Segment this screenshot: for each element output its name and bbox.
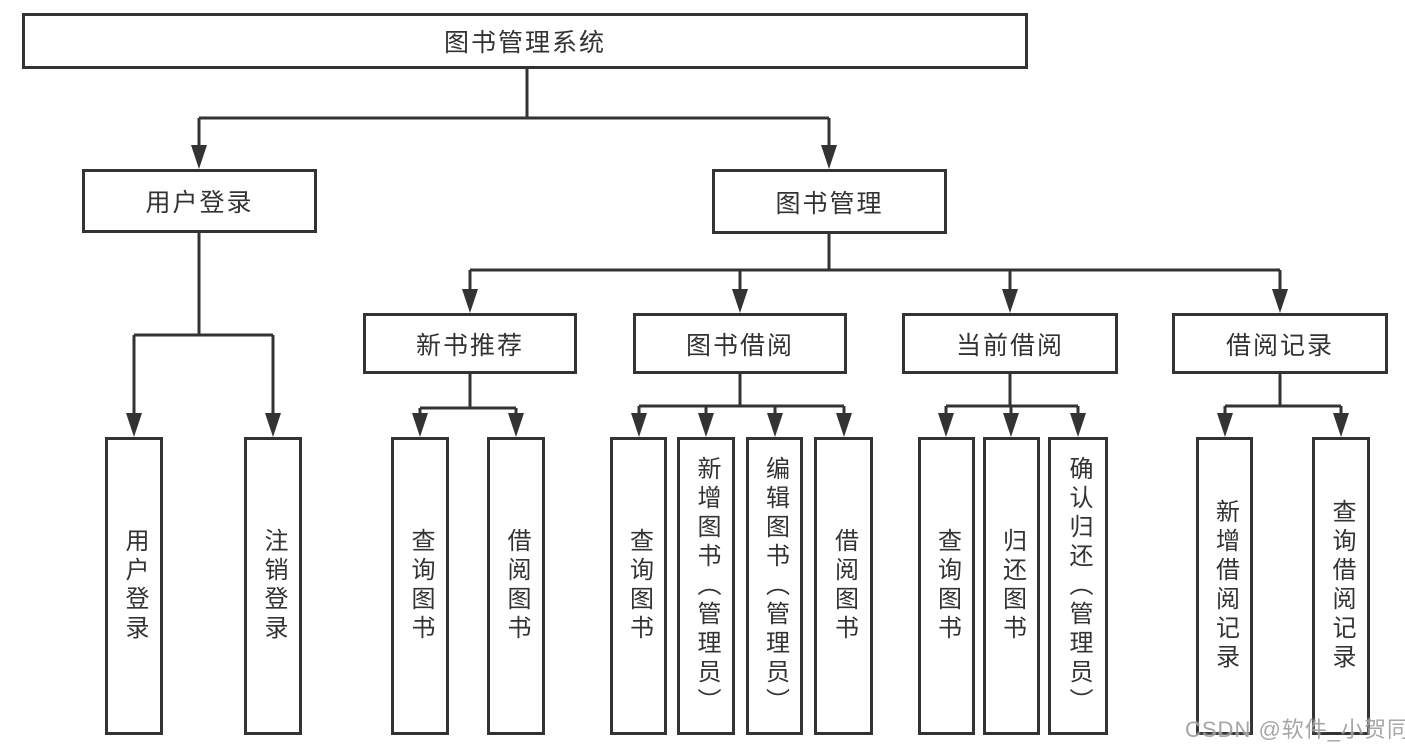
- node-bb-borrow-book: 借阅图书: [814, 437, 873, 735]
- leaf-label: 借阅图书: [830, 528, 858, 644]
- arrowhead: [821, 145, 837, 169]
- leaf-label: 查询图书: [933, 528, 961, 644]
- node-new-book-recommend: 新书推荐: [363, 313, 577, 374]
- leaf-label: 用户登录: [121, 528, 148, 644]
- arrowhead: [265, 413, 281, 437]
- leaf-label: 确认归还（管理员）: [1065, 455, 1092, 717]
- node-br-add-record: 新增借阅记录: [1196, 437, 1253, 735]
- arrowhead: [412, 413, 428, 437]
- arrowhead: [1070, 413, 1086, 437]
- node-book-management: 图书管理: [712, 169, 947, 234]
- leaf-label: 新增借阅记录: [1211, 499, 1239, 673]
- node-br-query-record: 查询借阅记录: [1312, 437, 1370, 735]
- node-leaf-logout: 注销登录: [244, 437, 302, 735]
- arrowhead: [836, 413, 852, 437]
- node-user-login: 用户登录: [82, 169, 317, 233]
- leaf-label: 归还图书: [998, 528, 1026, 644]
- connector-lines: [132, 69, 1343, 418]
- leaf-label: 借阅图书: [503, 528, 530, 644]
- arrowhead: [631, 413, 647, 437]
- leaf-label: 查询图书: [625, 528, 653, 644]
- arrowheads: [126, 145, 1349, 437]
- arrowhead: [1003, 413, 1019, 437]
- node-rec-query-book: 查询图书: [391, 437, 449, 735]
- arrowhead: [126, 413, 142, 437]
- leaf-label: 查询借阅记录: [1328, 499, 1355, 673]
- node-leaf-user-login: 用户登录: [105, 437, 163, 735]
- arrowhead: [1217, 413, 1233, 437]
- arrowhead: [732, 289, 748, 313]
- arrowhead: [938, 413, 954, 437]
- node-bb-add-book-admin: 新增图书（管理员）: [677, 437, 735, 735]
- arrowhead: [1002, 289, 1018, 313]
- node-cb-query-book: 查询图书: [918, 437, 975, 735]
- arrowhead: [1272, 289, 1288, 313]
- node-cb-return-book: 归还图书: [983, 437, 1040, 735]
- leaf-label: 注销登录: [260, 528, 287, 644]
- node-bb-query-book: 查询图书: [610, 437, 667, 735]
- arrowhead: [508, 413, 524, 437]
- arrowhead: [698, 413, 714, 437]
- leaf-label: 查询图书: [407, 528, 434, 644]
- node-rec-borrow-book: 借阅图书: [487, 437, 545, 735]
- node-current-borrow: 当前借阅: [902, 313, 1118, 374]
- arrowhead: [462, 289, 478, 313]
- node-borrow-record: 借阅记录: [1172, 313, 1388, 374]
- arrowhead: [1333, 413, 1349, 437]
- leaf-label: 编辑图书（管理员）: [761, 455, 789, 717]
- arrowhead: [191, 145, 207, 169]
- node-library-system: 图书管理系统: [22, 13, 1028, 69]
- node-bb-edit-book-admin: 编辑图书（管理员）: [746, 437, 803, 735]
- node-book-borrow: 图书借阅: [633, 313, 847, 374]
- watermark: CSDN @软件_小贺同学: [1185, 717, 1405, 742]
- arrowhead: [767, 413, 783, 437]
- leaf-label: 新增图书（管理员）: [693, 455, 720, 717]
- node-cb-confirm-return-admin: 确认归还（管理员）: [1048, 437, 1108, 735]
